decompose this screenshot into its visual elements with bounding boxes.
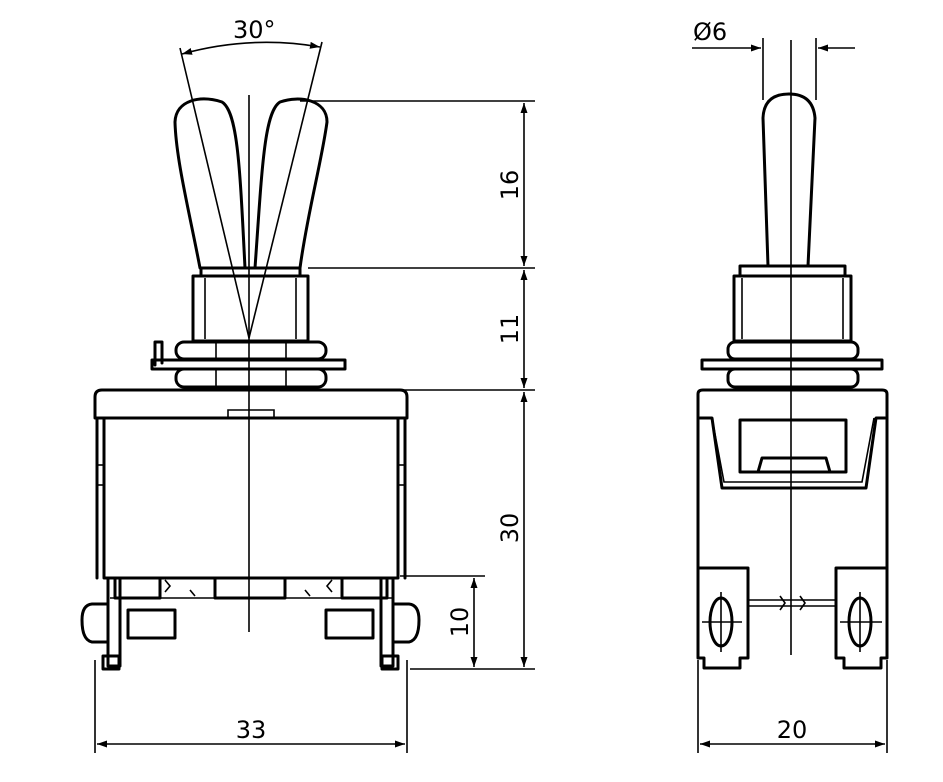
lower-nut <box>174 367 328 389</box>
body-height-label: 30 <box>496 513 524 544</box>
front-width-dimension: 33 <box>94 660 408 753</box>
locking-tab <box>153 340 164 367</box>
side-lever <box>761 92 817 268</box>
side-bushing <box>732 264 853 343</box>
side-terminal-left <box>696 566 750 670</box>
diameter-dimension: Ø6 <box>692 18 855 100</box>
angle-dimension: 30° <box>179 16 323 339</box>
bushing-height-label: 11 <box>496 314 524 345</box>
front-width-label: 33 <box>236 716 267 744</box>
terminal-height-label: 10 <box>446 607 474 638</box>
angle-label: 30° <box>233 16 276 44</box>
terminal-right <box>324 576 421 671</box>
front-view: 30° 16 11 30 10 33 <box>80 16 535 753</box>
side-lower-nut <box>726 367 860 389</box>
terminal-left <box>80 576 177 671</box>
side-width-dimension: 20 <box>697 660 888 753</box>
switch-housing <box>93 388 409 580</box>
side-upper-nut <box>726 340 860 361</box>
upper-nut <box>174 340 328 361</box>
side-housing <box>696 388 889 611</box>
terminal-block <box>110 576 392 600</box>
side-width-label: 20 <box>777 716 808 744</box>
height-dimensions: 16 11 30 10 <box>300 100 535 670</box>
handle-height-label: 16 <box>496 170 524 201</box>
side-terminal-right <box>834 566 889 670</box>
side-view: Ø6 20 <box>692 18 889 753</box>
diameter-label: Ø6 <box>693 18 727 46</box>
